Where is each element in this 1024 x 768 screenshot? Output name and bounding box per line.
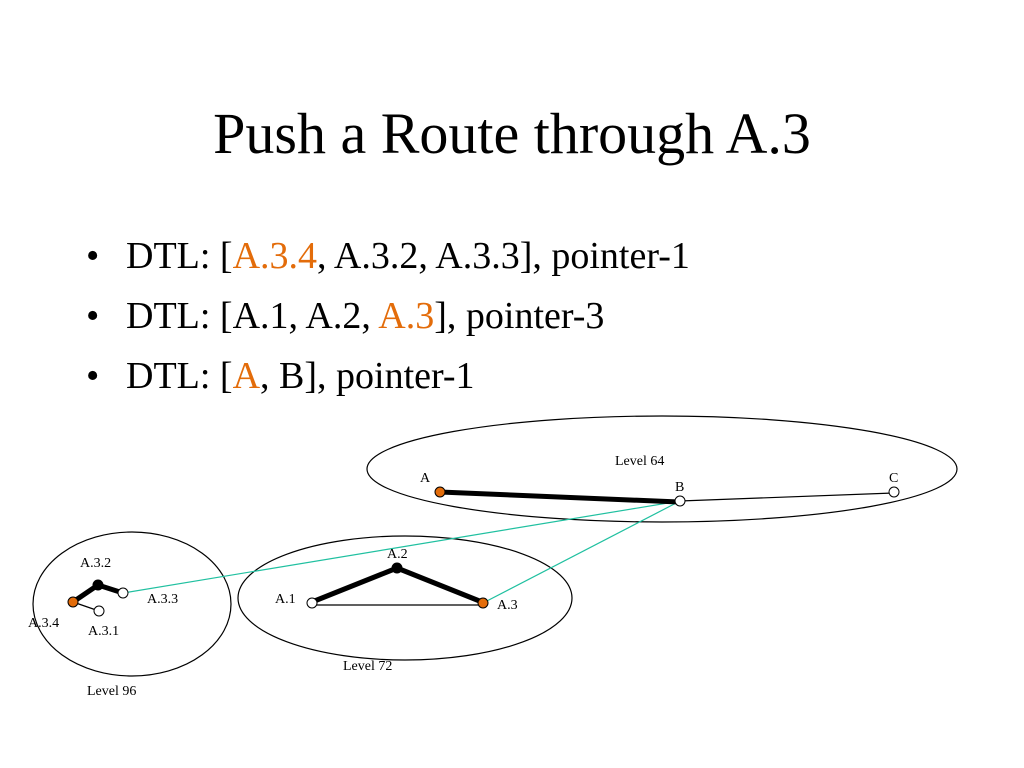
node-a [434, 486, 446, 498]
label-level-64: Level 64 [615, 454, 664, 469]
bullet-icon: • [86, 235, 100, 277]
bullet-icon: • [86, 355, 100, 397]
bullet-text-suffix: ], pointer-3 [434, 295, 605, 337]
label-a1: A.1 [275, 592, 296, 607]
label-a31: A.3.1 [88, 624, 119, 639]
node-a31 [93, 605, 105, 617]
bullet-text-highlight: A.3.4 [232, 235, 318, 277]
edge-a-b-route [439, 489, 680, 505]
bullet-list: • DTL: [A.3.4, A.3.2, A.3.3], pointer-1 … [86, 226, 690, 406]
level-96-ellipse [32, 531, 232, 677]
label-c: C [889, 471, 898, 486]
bullet-item: • DTL: [A, B], pointer-1 [86, 346, 690, 406]
level-64-ellipse [366, 415, 958, 523]
node-a34 [67, 596, 79, 608]
node-a2 [391, 562, 403, 574]
node-a32 [92, 579, 104, 591]
node-c [888, 486, 900, 498]
edge-a1-a2-route [311, 565, 398, 605]
bullet-icon: • [86, 295, 100, 337]
label-a3: A.3 [497, 598, 518, 613]
level-72-ellipse [237, 535, 573, 661]
link-b-a3 [482, 500, 681, 604]
node-a1 [306, 597, 318, 609]
bullet-text-highlight: A.3 [378, 295, 435, 337]
label-level-72: Level 72 [343, 659, 392, 674]
label-a2: A.2 [387, 547, 408, 562]
label-b: B [675, 480, 684, 495]
node-b [674, 495, 686, 507]
node-a33 [117, 587, 129, 599]
label-level-96: Level 96 [87, 684, 136, 699]
bullet-item: • DTL: [A.1, A.2, A.3], pointer-3 [86, 286, 690, 346]
bullet-text-prefix: DTL: [ [126, 355, 233, 397]
node-a3 [477, 597, 489, 609]
bullet-item: • DTL: [A.3.4, A.3.2, A.3.3], pointer-1 [86, 226, 690, 286]
edge-a2-a3-route [396, 565, 483, 605]
label-a34: A.3.4 [28, 616, 59, 631]
label-a: A [420, 471, 431, 486]
label-a33: A.3.3 [147, 592, 178, 607]
bullet-text-highlight: A [232, 355, 261, 397]
label-a32: A.3.2 [80, 556, 111, 571]
link-b-a33 [122, 500, 681, 594]
bullet-text-prefix: DTL: [A.1, A.2, [126, 295, 379, 337]
edge-b-c [679, 492, 895, 502]
bullet-text-suffix: , A.3.2, A.3.3], pointer-1 [317, 235, 690, 277]
slide-title: Push a Route through A.3 [213, 101, 811, 166]
bullet-text-prefix: DTL: [ [126, 235, 233, 277]
bullet-text-suffix: , B], pointer-1 [260, 355, 475, 397]
